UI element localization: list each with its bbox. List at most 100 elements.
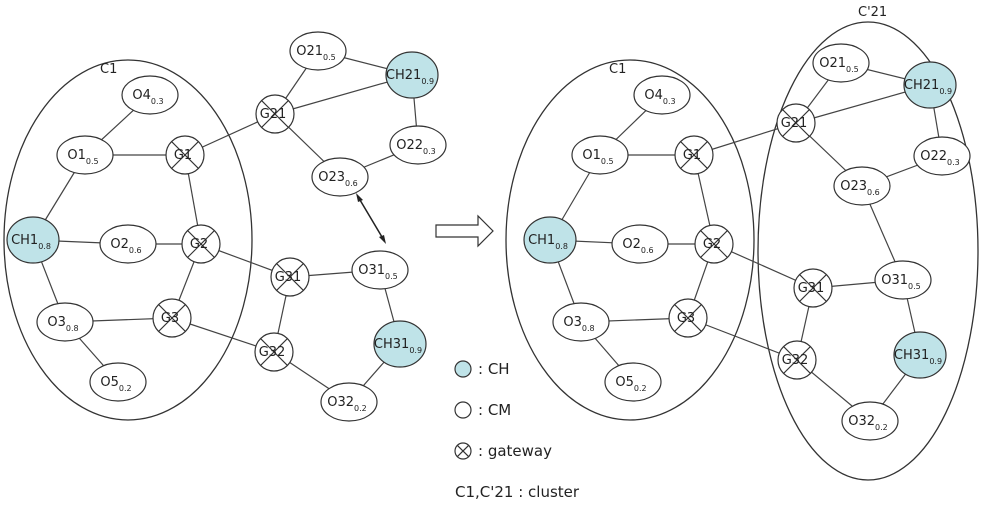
cluster-member-shape [320, 382, 378, 422]
gateway-cross-line [674, 304, 702, 332]
gateway-cross-line [799, 274, 827, 302]
node-label: G31 [798, 281, 825, 296]
legend-cm-text: : CM [478, 401, 511, 419]
cluster-head-shape [903, 61, 957, 109]
legend-gateway-icon [454, 442, 472, 460]
cluster-member-shape [36, 302, 94, 342]
cluster-member-shape [633, 75, 691, 115]
node-cm-o23: O230.6 [833, 166, 891, 206]
node-weight-subscript: 0.5 [846, 65, 859, 74]
cluster-label-left-c1: C1 [100, 62, 117, 77]
node-cm-o5: O50.2 [89, 362, 147, 402]
cluster-member-shape [89, 362, 147, 402]
node-gw-g3: G3 [668, 298, 708, 338]
cluster-member-shape [874, 260, 932, 300]
cluster-head-shape [6, 216, 60, 264]
node-weight-subscript: 0.8 [555, 242, 568, 251]
node-weight-subscript: 0.6 [641, 246, 654, 255]
cluster-label-right-c1: C1 [609, 62, 626, 77]
node-weight-subscript: 0.5 [323, 53, 336, 62]
edges-right [549, 62, 943, 422]
cluster-head-shape [385, 51, 439, 99]
cluster-member-shape [389, 125, 447, 165]
cluster-label-c21: C'21 [858, 5, 887, 20]
cluster-member-shape [99, 224, 157, 264]
node-weight-subscript: 0.2 [875, 423, 888, 432]
legend-ch-item: : CH [454, 360, 510, 378]
node-gw-g1: G1 [165, 135, 205, 175]
node-cm-o31: O310.5 [874, 260, 932, 300]
cluster-member-shape [833, 166, 891, 206]
node-cm-o23: O230.6 [311, 157, 369, 197]
node-weight-subscript: 0.6 [345, 179, 358, 188]
node-gw-g1: G1 [674, 135, 714, 175]
node-cm-o2: O20.6 [99, 224, 157, 264]
gateway-cross-line [171, 141, 199, 169]
legend-cm-item: : CM [454, 401, 511, 419]
legend-ch-icon [454, 360, 472, 378]
node-gw-g21: G21 [255, 94, 295, 134]
node-cm-o1: O10.5 [56, 135, 114, 175]
node-label: G3 [677, 311, 695, 326]
node-cm-o32: O320.2 [320, 382, 378, 422]
gateway-cross-line [187, 230, 215, 258]
node-ch-ch31: CH310.9 [373, 320, 427, 368]
node-cm-o32: O320.2 [841, 401, 899, 441]
node-label: G21 [781, 116, 808, 131]
node-weight-subscript: 0.5 [86, 157, 99, 166]
node-weight-subscript: 0.5 [908, 282, 921, 291]
cluster-c1-right-boundary [505, 59, 755, 421]
double-arrow-icon [356, 193, 386, 244]
gateway-cross-line [260, 338, 288, 366]
node-cm-o3: O30.8 [36, 302, 94, 342]
node-weight-subscript: 0.5 [601, 157, 614, 166]
cluster-member-shape [289, 31, 347, 71]
node-ch-ch1: CH10.8 [523, 216, 577, 264]
gateway-cross-line [261, 100, 289, 128]
legend-ch-text: : CH [478, 360, 510, 378]
legend-gateway-text: : gateway [478, 442, 552, 460]
cluster-head-shape [523, 216, 577, 264]
cluster-head-shape [893, 331, 947, 379]
cluster-member-shape [311, 157, 369, 197]
node-ch-ch21: CH210.9 [903, 61, 957, 109]
node-label: G32 [782, 353, 809, 368]
node-gw-g21: G21 [776, 103, 816, 143]
node-cm-o21: O210.5 [289, 31, 347, 71]
legend-cluster-text: C1,C'21 : cluster [455, 483, 580, 501]
node-ch-ch21: CH210.9 [385, 51, 439, 99]
cluster-member-shape [121, 75, 179, 115]
node-cm-o21: O210.5 [812, 43, 870, 83]
node-label: G1 [683, 148, 701, 163]
node-cm-o22: O220.3 [389, 125, 447, 165]
node-label: G3 [161, 311, 179, 326]
cluster-member-shape [571, 135, 629, 175]
node-weight-subscript: 0.8 [66, 324, 79, 333]
node-gw-g2: G2 [694, 224, 734, 264]
node-gw-g3: G3 [152, 298, 192, 338]
node-weight-subscript: 0.6 [129, 246, 142, 255]
node-weight-subscript: 0.3 [151, 97, 164, 106]
legend-cm-icon [454, 401, 472, 419]
node-gw-g31: G31 [270, 257, 310, 297]
legend: : CH : CM : gateway C1,C'21 : cluster [454, 360, 580, 501]
node-label: G2 [703, 237, 721, 252]
node-gw-g32: G32 [777, 340, 817, 380]
node-cm-o4: O40.3 [633, 75, 691, 115]
node-weight-subscript: 0.2 [634, 384, 647, 393]
node-ch-ch1: CH10.8 [6, 216, 60, 264]
node-weight-subscript: 0.9 [421, 77, 434, 86]
node-label: G32 [259, 345, 286, 360]
node-gw-g32: G32 [254, 332, 294, 372]
cluster-member-shape [552, 302, 610, 342]
gateway-cross-line [276, 263, 304, 291]
node-cm-o31: O310.5 [351, 250, 409, 290]
node-cm-o4: O40.3 [121, 75, 179, 115]
node-weight-subscript: 0.3 [423, 147, 436, 156]
gateway-cross-line [783, 346, 811, 374]
cluster-member-shape [604, 362, 662, 402]
